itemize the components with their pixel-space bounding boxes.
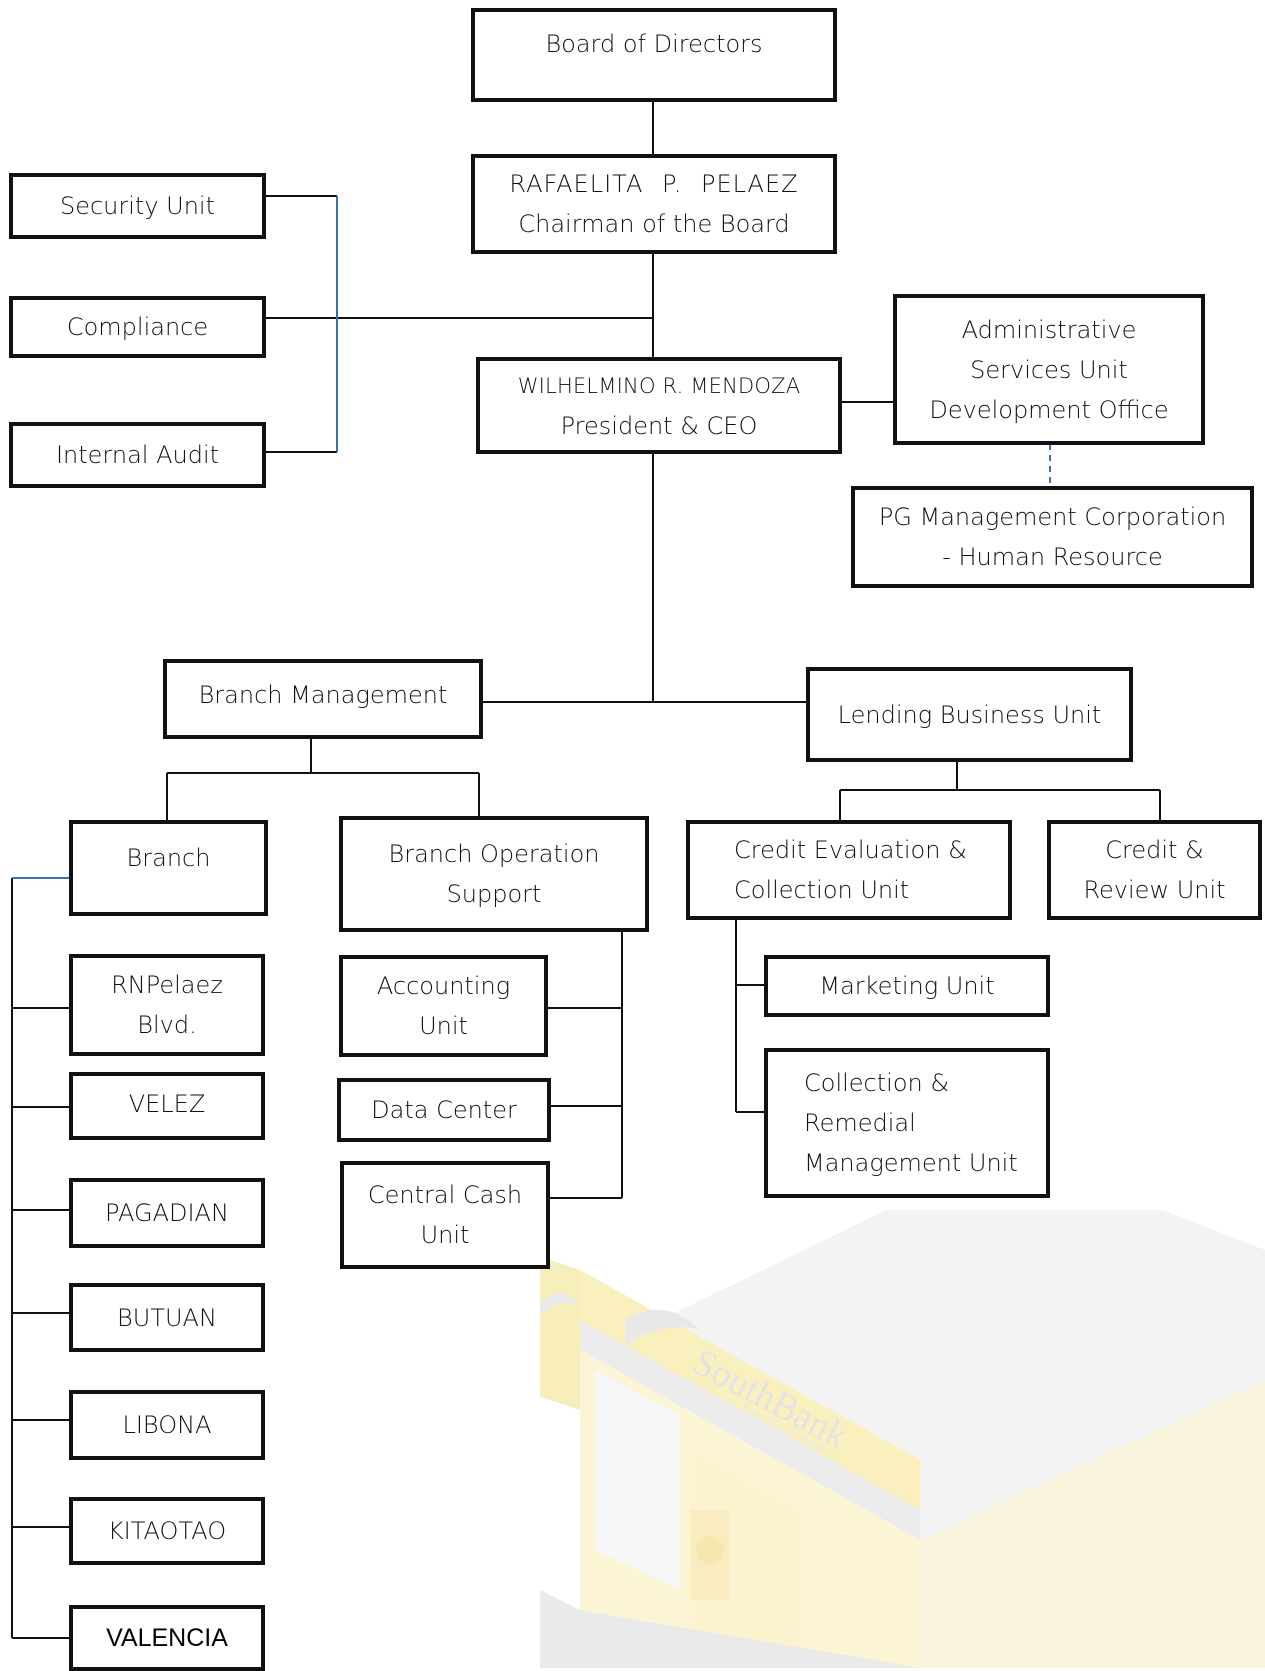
branch-rnpelaez-box: RNPelaez Blvd. <box>69 954 265 1056</box>
pg-line-2: - Human Resource <box>942 543 1163 571</box>
compliance-box: Compliance <box>9 296 266 358</box>
credit-review-box: Credit & Review Unit <box>1047 820 1262 920</box>
president-name: WILHELMINO R. MENDOZA <box>517 373 801 398</box>
board-label: Board of Directors <box>545 30 763 58</box>
lending-label: Lending Business Unit <box>837 700 1102 729</box>
board-of-directors-box: Board of Directors <box>471 8 837 102</box>
president-title: President & CEO <box>560 411 758 440</box>
branch-label: Branch <box>126 844 211 872</box>
branch-rnpelaez-line-2: Blvd. <box>137 1011 197 1039</box>
data-center-label: Data Center <box>371 1096 517 1124</box>
data-center-box: Data Center <box>337 1078 551 1142</box>
collection-line-2: Remedial <box>804 1109 916 1137</box>
base-step <box>540 1590 920 1668</box>
building-roof <box>660 1210 1265 1540</box>
branch-management-box: Branch Management <box>163 659 483 739</box>
building-front <box>580 1350 920 1668</box>
brand-swoosh-icon <box>625 1309 700 1345</box>
branch-libona-box: LIBONA <box>69 1390 265 1460</box>
president-box: WILHELMINO R. MENDOZA President & CEO <box>476 357 842 454</box>
branch-management-label: Branch Management <box>198 681 448 709</box>
branch-pagadian-label: PAGADIAN <box>105 1199 229 1227</box>
building-side <box>920 1380 1265 1668</box>
southbank-building-illustration: SouthBank Your Rural Bank <box>540 1210 1265 1668</box>
credit-evaluation-box: Credit Evaluation & Collection Unit <box>686 820 1012 920</box>
door-frame <box>690 1450 800 1668</box>
credit-eval-line-1: Credit Evaluation & <box>734 836 967 864</box>
branch-libona-label: LIBONA <box>122 1411 212 1439</box>
security-unit-box: Security Unit <box>9 173 266 239</box>
accounting-unit-box: Accounting Unit <box>339 955 548 1057</box>
marketing-unit-box: Marketing Unit <box>764 955 1050 1017</box>
branch-butuan-label: BUTUAN <box>117 1303 217 1332</box>
pg-management-box: PG Management Corporation - Human Resour… <box>851 486 1254 588</box>
accounting-line-2: Unit <box>419 1012 468 1040</box>
building-roof-edge <box>580 1270 920 1540</box>
internal-audit-box: Internal Audit <box>9 422 266 488</box>
branch-kitaotao-box: KITAOTAO <box>69 1497 265 1565</box>
branch-valencia-box: VALENCIA <box>69 1605 265 1671</box>
central-cash-unit-box: Central Cash Unit <box>340 1161 550 1269</box>
admin-line-2: Services Unit <box>970 355 1128 384</box>
branch-velez-label: VELEZ <box>128 1090 206 1118</box>
branch-pagadian-box: PAGADIAN <box>69 1178 265 1248</box>
audit-label: Internal Audit <box>55 441 220 469</box>
branch-rnpelaez-line-1: RNPelaez <box>111 971 223 999</box>
chairman-name: RAFAELITA P. PELAEZ <box>509 170 799 198</box>
marketing-label: Marketing Unit <box>819 972 995 1000</box>
pg-line-1: PG Management Corporation <box>878 503 1227 531</box>
branch-operation-support-box: Branch Operation Support <box>339 816 649 932</box>
compliance-label: Compliance <box>66 313 209 341</box>
credit-review-line-2: Review Unit <box>1083 876 1226 904</box>
atm-panel <box>690 1510 730 1600</box>
branch-butuan-box: BUTUAN <box>69 1283 265 1352</box>
credit-review-line-1: Credit & <box>1105 836 1204 864</box>
branch-box: Branch <box>69 820 268 916</box>
collection-remedial-box: Collection & Remedial Management Unit <box>764 1048 1050 1198</box>
admin-line-3: Development Office <box>929 395 1169 424</box>
lending-business-unit-box: Lending Business Unit <box>806 667 1133 762</box>
collection-line-3: Management Unit <box>804 1149 1018 1177</box>
atm-logo <box>696 1536 724 1564</box>
branch-valencia-label: VALENCIA <box>106 1624 228 1652</box>
chairman-title: Chairman of the Board <box>518 210 790 238</box>
admin-line-1: Administrative <box>961 315 1137 344</box>
cash-line-1: Central Cash <box>367 1181 523 1209</box>
bos-line-1: Branch Operation <box>388 840 600 868</box>
signboard <box>580 1270 920 1510</box>
chairman-box: RAFAELITA P. PELAEZ Chairman of the Boar… <box>471 154 837 254</box>
accounting-line-1: Accounting <box>376 972 511 1000</box>
branch-kitaotao-label: KITAOTAO <box>107 1517 227 1545</box>
cash-line-2: Unit <box>420 1221 470 1249</box>
credit-eval-line-2: Collection Unit <box>734 876 910 904</box>
security-label: Security Unit <box>59 192 216 220</box>
sign-post <box>540 1256 580 1410</box>
sign-swoosh-icon <box>540 1292 580 1315</box>
window-left <box>595 1370 680 1590</box>
branch-velez-box: VELEZ <box>69 1072 265 1140</box>
admin-services-box: Administrative Services Unit Development… <box>893 294 1205 445</box>
collection-line-1: Collection & <box>804 1069 950 1097</box>
bos-line-2: Support <box>446 880 542 908</box>
